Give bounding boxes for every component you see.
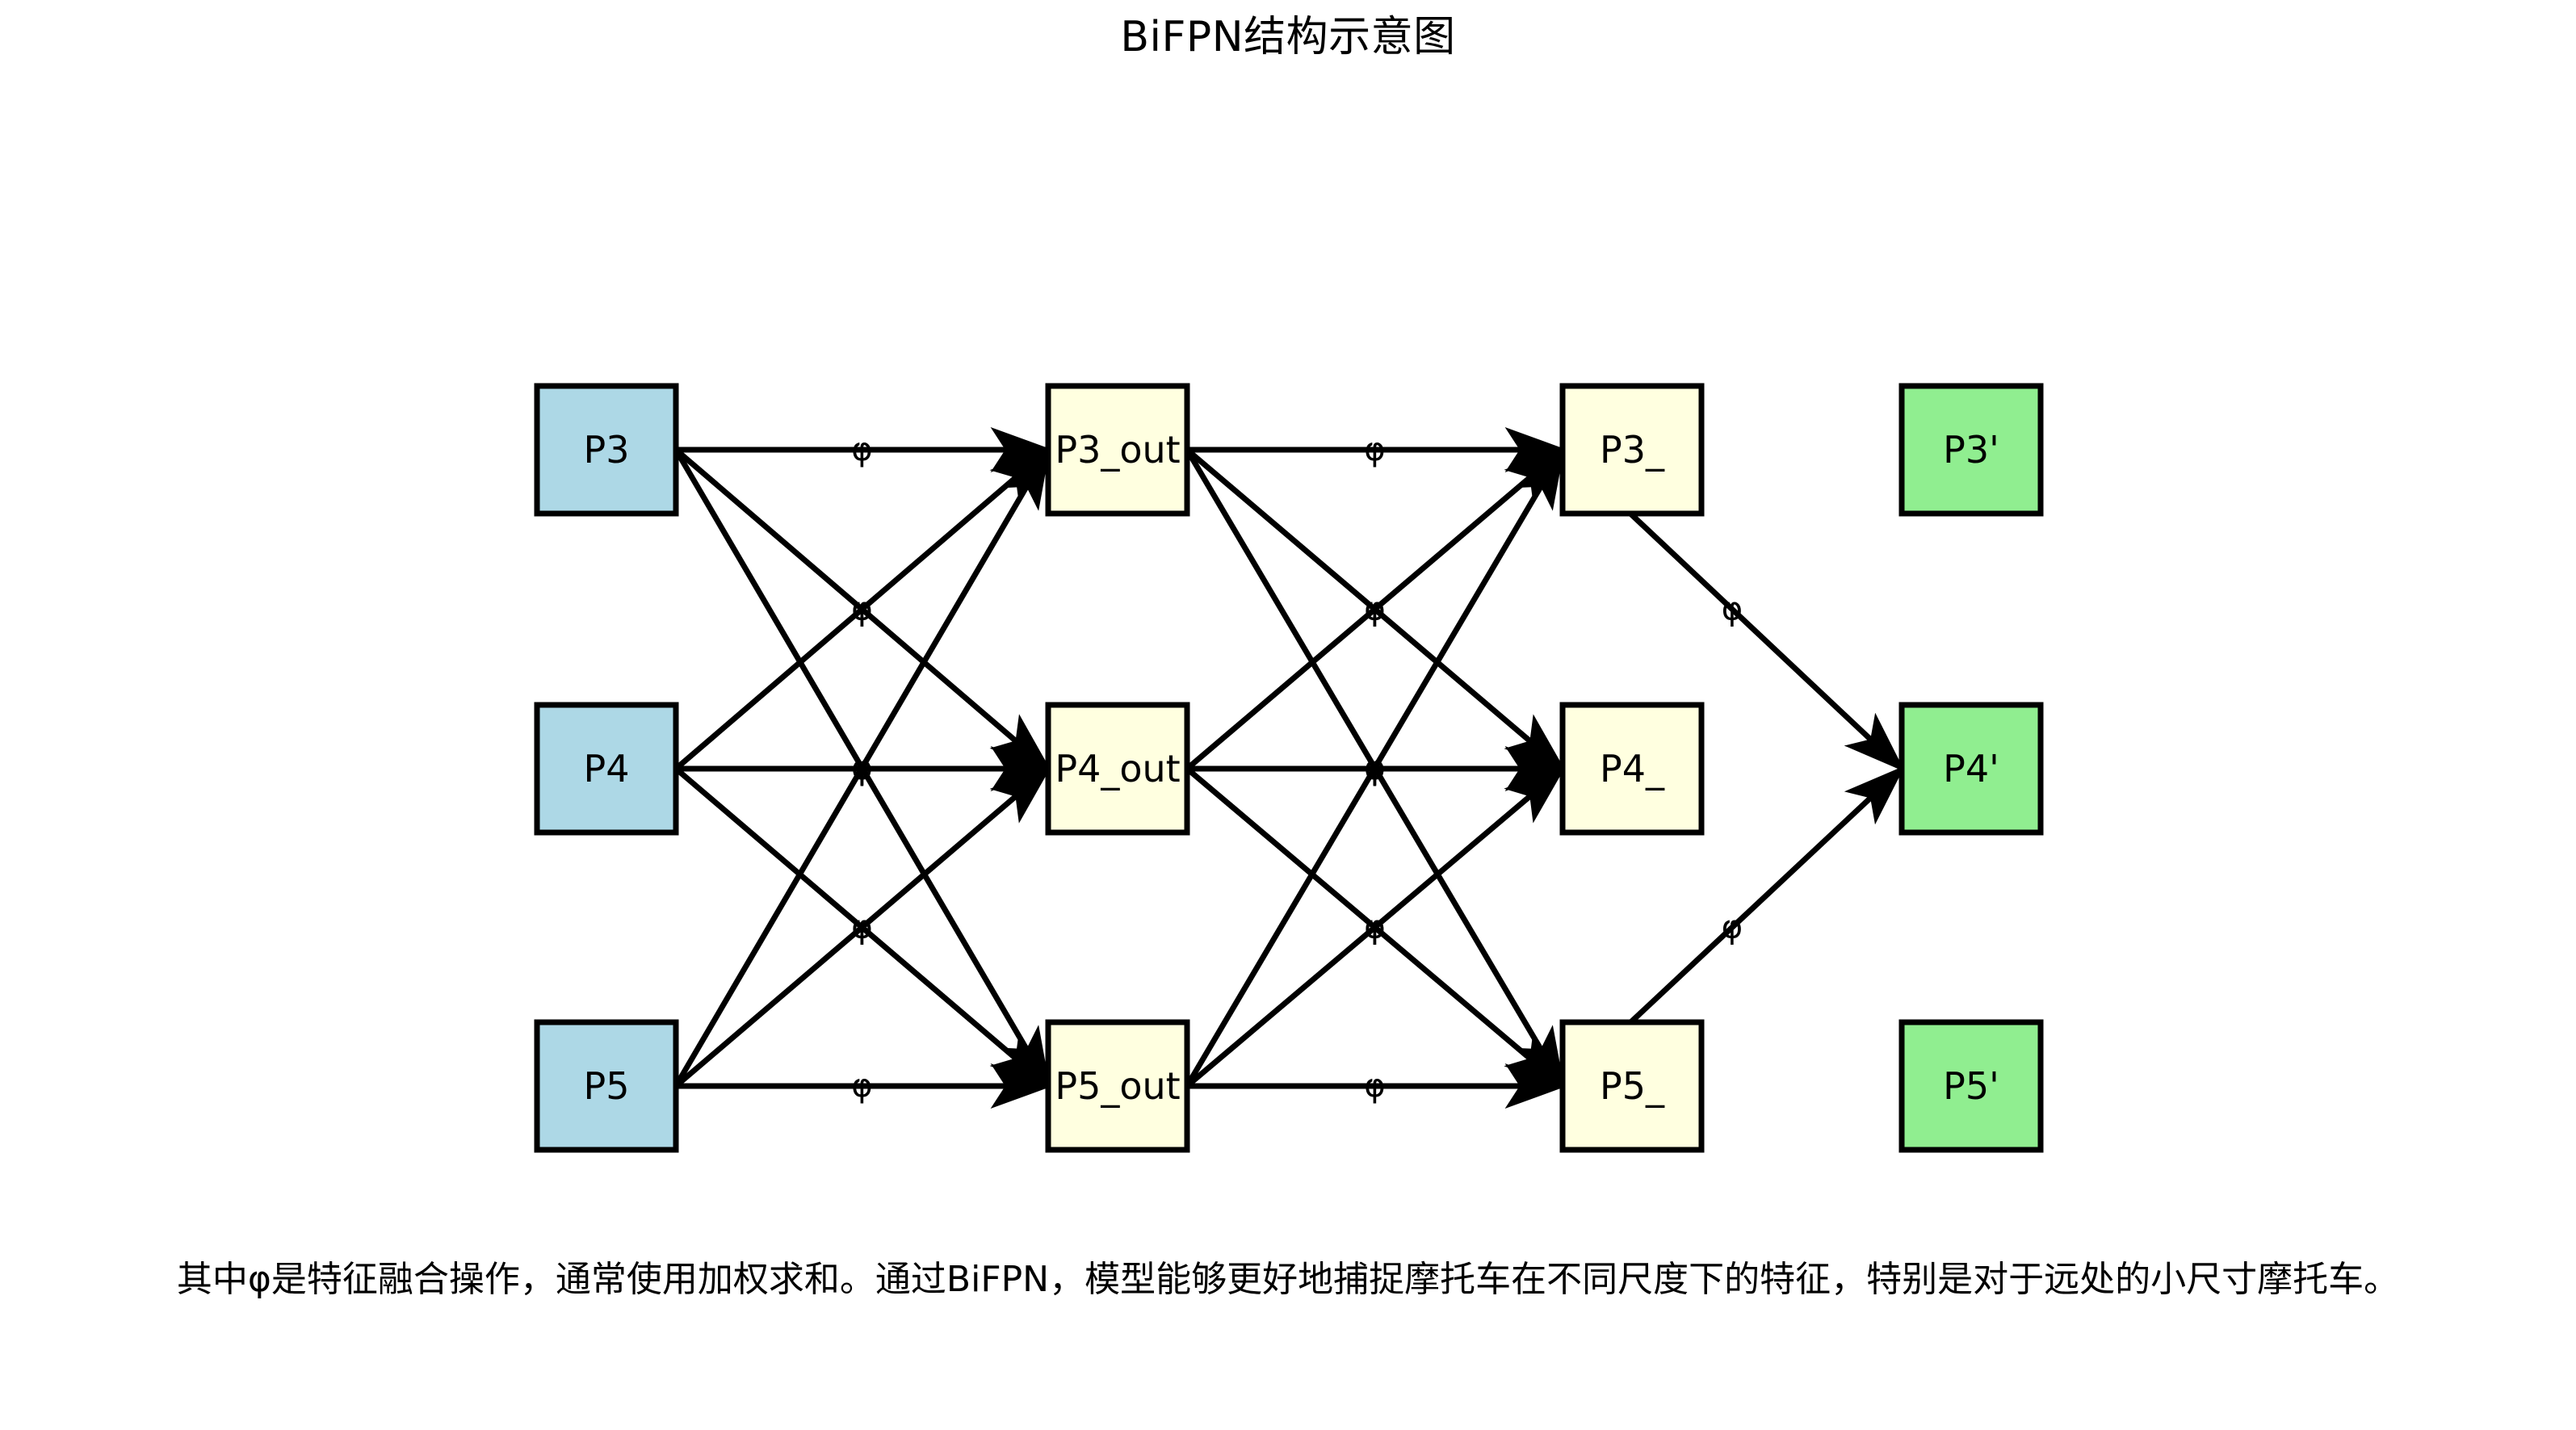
node-label-P5_out: P5_out xyxy=(1055,1064,1180,1108)
fusion-symbol-P5-P5_out: φ xyxy=(851,1067,872,1105)
edge-P5-to-P3_out xyxy=(673,446,1051,1088)
node-P5_out[interactable]: P5_out xyxy=(1045,1019,1190,1153)
fusion-symbol-P5-P4_out: φ xyxy=(851,909,872,946)
fusion-symbol-P3_out-P4_: φ xyxy=(1364,591,1385,628)
node-P4p[interactable]: P4' xyxy=(1898,702,2044,836)
fusion-symbol-P4-P5_out: φ xyxy=(851,909,872,946)
node-P5p[interactable]: P5' xyxy=(1898,1019,2044,1153)
node-box-P4p xyxy=(1898,702,2044,836)
node-label-P3_: P3_ xyxy=(1600,428,1665,472)
node-box-P5_ xyxy=(1559,1019,1705,1153)
fusion-symbol-P4-P4_out: φ xyxy=(851,750,872,787)
fusion-symbol-P3-P3_out: φ xyxy=(851,431,872,468)
fusion-symbol-P4_out-P4_: φ xyxy=(1364,750,1385,787)
edge-P5-to-P4_out xyxy=(673,765,1052,1088)
node-box-P4_out xyxy=(1045,702,1190,836)
node-label-P3: P3 xyxy=(583,428,629,472)
node-box-P3p xyxy=(1898,383,2044,517)
node-P3_out[interactable]: P3_out xyxy=(1045,383,1190,517)
node-box-P5 xyxy=(534,1019,679,1153)
fusion-symbol-P5_out-P5_: φ xyxy=(1364,1067,1385,1105)
node-label-P3p: P3' xyxy=(1943,428,1999,472)
node-label-P5: P5 xyxy=(583,1064,629,1108)
node-label-P3_out: P3_out xyxy=(1055,428,1180,472)
fusion-symbol-P4_out-P3_: φ xyxy=(1364,591,1385,628)
node-P3p[interactable]: P3' xyxy=(1898,383,2044,517)
node-label-P5p: P5' xyxy=(1943,1064,1999,1108)
fusion-symbol-P5-P3_out: φ xyxy=(851,749,872,786)
node-P4_out[interactable]: P4_out xyxy=(1045,702,1190,836)
node-P3_[interactable]: P3_ xyxy=(1559,383,1705,517)
diagram-caption: 其中φ是特征融合操作，通常使用加权求和。通过BiFPN，模型能够更好地捕捉摩托车… xyxy=(176,1259,2400,1300)
node-P4[interactable]: P4 xyxy=(534,702,679,836)
node-P5_[interactable]: P5_ xyxy=(1559,1019,1705,1153)
node-box-P3_out xyxy=(1045,383,1190,517)
fusion-symbol-P5_-P4p: φ xyxy=(1722,909,1743,946)
edge-layer xyxy=(673,427,1906,1109)
node-label-P4_out: P4_out xyxy=(1055,747,1180,790)
page-title: BiFPN结构示意图 xyxy=(1120,13,1456,61)
node-P4_[interactable]: P4_ xyxy=(1559,702,1705,836)
node-label-P5_: P5_ xyxy=(1600,1064,1665,1108)
fusion-symbol-P5_out-P3_: φ xyxy=(1364,749,1385,786)
edge-P4-to-P3_out xyxy=(673,447,1052,771)
fusion-symbol-P4-P3_out: φ xyxy=(851,591,872,628)
node-P5[interactable]: P5 xyxy=(534,1019,679,1153)
node-box-P4 xyxy=(534,702,679,836)
edge-P5_out-to-P4_ xyxy=(1185,765,1567,1088)
node-box-P5_out xyxy=(1045,1019,1190,1153)
edge-P5_out-to-P3_ xyxy=(1184,446,1566,1088)
node-label-P4: P4 xyxy=(583,747,629,790)
fusion-symbol-P3_out-P3_: φ xyxy=(1364,431,1385,468)
node-label-P4p: P4' xyxy=(1943,747,1999,790)
fusion-symbol-P3-P5_out: φ xyxy=(851,749,872,786)
node-box-P3_ xyxy=(1559,383,1705,517)
fusion-symbol-P3-P4_out: φ xyxy=(851,591,872,628)
node-label-P4_: P4_ xyxy=(1600,747,1665,790)
edge-P4_out-to-P3_ xyxy=(1185,447,1567,771)
node-P3[interactable]: P3 xyxy=(534,383,679,517)
node-box-P5p xyxy=(1898,1019,2044,1153)
fusion-symbol-P4_out-P5_: φ xyxy=(1364,909,1385,946)
fusion-symbol-P5_out-P4_: φ xyxy=(1364,909,1385,946)
node-box-P4_ xyxy=(1559,702,1705,836)
fusion-symbol-P3_out-P5_: φ xyxy=(1364,749,1385,786)
fusion-symbol-P3_-P4p: φ xyxy=(1722,591,1743,628)
node-box-P3 xyxy=(534,383,679,517)
